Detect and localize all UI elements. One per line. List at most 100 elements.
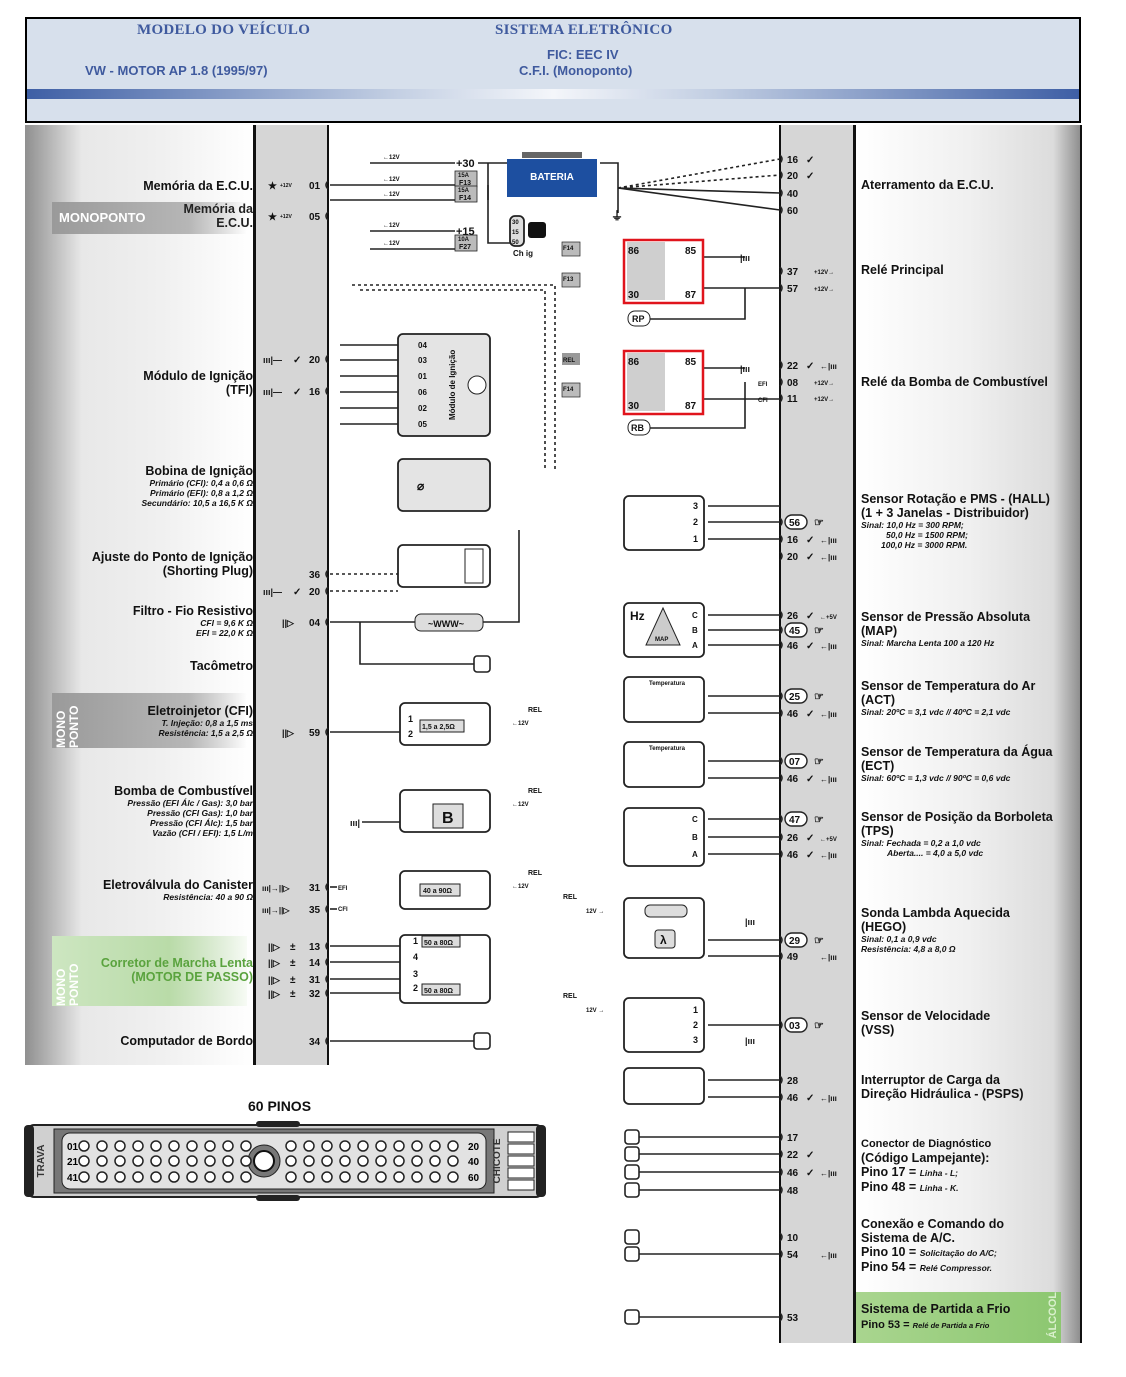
check-icon: ✓ — [293, 355, 301, 366]
pump-relay-pin85: 85 — [685, 357, 697, 368]
ign-pin-04: 04 — [418, 341, 427, 350]
computer-terminal — [473, 1032, 491, 1050]
canister-res-box — [419, 883, 461, 897]
v12-out-label: +12V→ — [814, 381, 834, 387]
ground-icon: ←|ııı — [820, 1094, 837, 1103]
right-pin-03: 03 — [789, 1021, 801, 1032]
fuse-id: F13 — [459, 180, 471, 187]
psps-switch — [623, 1067, 705, 1105]
signal-hand-icon: ☞ — [814, 1020, 824, 1032]
pin-socket — [325, 586, 329, 596]
pin-hole — [222, 1155, 234, 1167]
injector-res: 1,5 a 2,5Ω — [422, 724, 455, 731]
map-triangle — [645, 606, 681, 646]
pin-hole — [132, 1171, 144, 1183]
left-pin-13: 13 — [309, 942, 321, 953]
right-pin-46: 46 — [787, 1093, 799, 1104]
output-icon: ||▷ — [268, 942, 281, 952]
right-pin-53: 53 — [787, 1313, 799, 1324]
pin-hole — [168, 1171, 180, 1183]
right-pin-17: 17 — [787, 1133, 799, 1144]
pin-signal-bubble — [784, 1017, 808, 1033]
pin-socket — [779, 773, 783, 783]
check-icon: ✓ — [806, 361, 814, 372]
pin-hole — [186, 1171, 198, 1183]
fuse — [454, 234, 478, 252]
battery-label: BATERIA — [530, 172, 574, 183]
pin-hole — [393, 1171, 405, 1183]
pin-socket — [779, 708, 783, 718]
pin-socket — [779, 1232, 783, 1242]
pin-signal-bubble — [784, 622, 808, 638]
map-pin-B: B — [692, 626, 698, 635]
label-conector-diagnostico: Conector de Diagnóstico(Código Lampejant… — [861, 1138, 992, 1194]
v12-label: +12V — [280, 214, 292, 220]
ground-icon: ←|ııı — [820, 553, 837, 562]
left-pin-35: 35 — [309, 905, 321, 916]
main-relay-highlight — [622, 238, 705, 305]
label-computador-bordo: Computador de Bordo — [120, 1034, 253, 1048]
label-bomba: Bomba de Combustível Pressão (EFI Álc / … — [114, 784, 253, 838]
diag-terminal — [624, 1129, 640, 1145]
pin-socket — [779, 832, 783, 842]
wire — [617, 174, 781, 189]
label-sensor-velocidade: Sensor de Velocidade(VSS) — [861, 1009, 991, 1037]
output-icon: ||▷ — [268, 989, 281, 999]
hall-pin: 3 — [693, 501, 698, 511]
pin-signal-bubble — [784, 811, 808, 827]
pin-hole — [303, 1171, 315, 1183]
pump-relay-highlight — [622, 349, 705, 416]
right-pin-57: 57 — [787, 284, 799, 295]
pin-hole — [168, 1155, 180, 1167]
output-icon: ||▷ — [268, 958, 281, 968]
plus-minus-icon: ± — [290, 975, 296, 986]
fuse-amp: 10A — [458, 237, 470, 243]
label-modulo-ignicao: Módulo de Ignição(TFI) — [143, 369, 253, 397]
pin-socket — [325, 569, 329, 579]
pin-hole — [222, 1171, 234, 1183]
hall-pin: 2 — [693, 517, 698, 527]
fuse-id: F14 — [563, 246, 574, 252]
ground-icon: ←|ııı — [820, 1169, 837, 1178]
monoponto-badge: MONOPONTO — [52, 202, 247, 234]
pin-signal-bubble — [784, 688, 808, 704]
pin-hole — [204, 1155, 216, 1167]
pin-hole — [411, 1171, 423, 1183]
pin-socket — [779, 534, 783, 544]
wire — [648, 288, 746, 320]
row-label-41: 41 — [67, 1173, 79, 1184]
pin-hole — [393, 1155, 405, 1167]
right-pin-07: 07 — [789, 757, 801, 768]
ground-icon: ←|ııı — [820, 710, 837, 719]
ground-icon: ←|ııı — [820, 1251, 837, 1260]
lambda-element — [654, 929, 676, 949]
plus-minus-icon: ± — [290, 958, 296, 969]
pin-hole — [78, 1155, 90, 1167]
pin-hole — [375, 1171, 387, 1183]
tps-pin: B — [692, 833, 698, 842]
rp-label: RP — [632, 314, 645, 324]
pin-socket — [779, 205, 783, 215]
pin-socket — [325, 974, 329, 984]
diag-terminal — [624, 1182, 640, 1198]
wire — [600, 162, 619, 213]
pin-signal-bubble — [784, 932, 808, 948]
pin-hole — [240, 1155, 252, 1167]
left-pin-04: 04 — [309, 618, 321, 629]
pin-hole — [303, 1155, 315, 1167]
pin-hole — [411, 1155, 423, 1167]
pin-hole — [240, 1171, 252, 1183]
label-memoria-ecu: Memória da E.C.U. — [143, 179, 253, 193]
rel-label: REL — [528, 707, 543, 714]
main-relay-coil — [627, 242, 665, 300]
signal-hand-icon: ☞ — [814, 935, 824, 947]
label-bobina: Bobina de Ignição Primário (CFI): 0,4 a … — [141, 464, 253, 508]
label-eletroinjetor: Eletroinjetor (CFI) T. Injeção: 0,8 a 1,… — [147, 704, 253, 738]
sw15: 15 — [512, 230, 519, 236]
right-pin-47: 47 — [789, 815, 801, 826]
pin-socket — [779, 517, 783, 527]
wire — [359, 622, 474, 665]
v5-label: ←+5V — [820, 615, 837, 621]
